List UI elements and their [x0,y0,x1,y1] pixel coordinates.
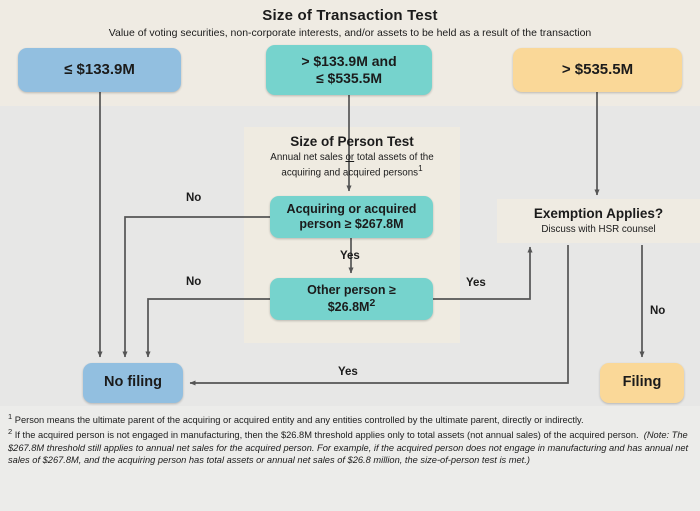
box-outcome-filing[interactable]: Filing [600,363,684,403]
box-label: No filing [104,374,162,391]
footnotes-band [0,406,700,511]
exemption-applies-title: Exemption Applies? [533,206,664,221]
footnote-1-text: Person means the ultimate parent of the … [14,415,584,426]
footnote-1-marker: 1 [8,412,13,421]
page-title: Size of Transaction Test [262,7,438,24]
box-transaction-le-133-9m[interactable]: ≤ $133.9M [18,48,181,92]
size-of-person-title: Size of Person Test [290,134,414,149]
box-label: ≤ $133.9M [64,60,135,78]
size-of-person-subtitle: Annual net sales or total assets of the … [246,152,458,180]
footnote-2-text-plain: If the acquired person is not engaged in… [14,430,639,441]
edge-label-no-exemption: No [650,305,666,317]
edge-label-yes-other-person: Yes [466,277,486,289]
box-label: > $133.9M and ≤ $535.5M [301,53,396,87]
subtitle-line1: Annual net sales or total assets of the [270,152,434,163]
footnote-2-marker: 2 [8,427,13,437]
box-label: Other person ≥ $26.8M2 [307,283,396,316]
edge-label-no-other-person: No [186,276,202,288]
footnote-2-text-italic: (Note: The $267.8M threshold still appli… [8,430,689,465]
box-label: Acquiring or acquired person ≥ $267.8M [287,202,417,233]
box-label-line1: Acquiring or acquired [286,201,417,216]
footnote-marker-1: 1 [418,164,423,174]
box-label-line2: person ≥ $267.8M [299,217,404,231]
footnote-1: 1 Person means the ultimate parent of th… [8,412,692,426]
edge-label-no-acquiring-person: No [186,192,202,204]
box-outcome-no-filing[interactable]: No filing [83,363,183,403]
exemption-panel [497,199,700,243]
edge-label-yes-acquiring-person: Yes [340,250,360,262]
box-label-line2: ≤ $535.5M [315,70,383,86]
box-other-person[interactable]: Other person ≥ $26.8M2 [270,278,433,320]
footnote-2: 2 If the acquired person is not engaged … [8,427,692,466]
box-acquiring-or-acquired-person[interactable]: Acquiring or acquired person ≥ $267.8M [270,196,433,238]
box-label-line2: $26.8M [327,300,370,315]
box-label-line1: Other person ≥ [307,282,396,297]
box-transaction-between-133-9m-535-5m[interactable]: > $133.9M and ≤ $535.5M [266,45,432,95]
footnotes: 1 Person means the ultimate parent of th… [8,412,692,467]
box-label: > $535.5M [561,60,634,78]
exemption-applies-subtitle: Discuss with HSR counsel [541,224,656,235]
page-subtitle: Value of voting securities, non-corporat… [108,27,592,39]
box-label: Filing [622,374,662,391]
box-label-line1: > $133.9M and [301,52,397,69]
box-transaction-gt-535-5m[interactable]: > $535.5M [513,48,682,92]
footnote-marker-2: 2 [369,297,376,309]
subtitle-line2: acquiring and acquired persons [281,167,419,179]
edge-label-yes-exemption: Yes [338,366,358,378]
